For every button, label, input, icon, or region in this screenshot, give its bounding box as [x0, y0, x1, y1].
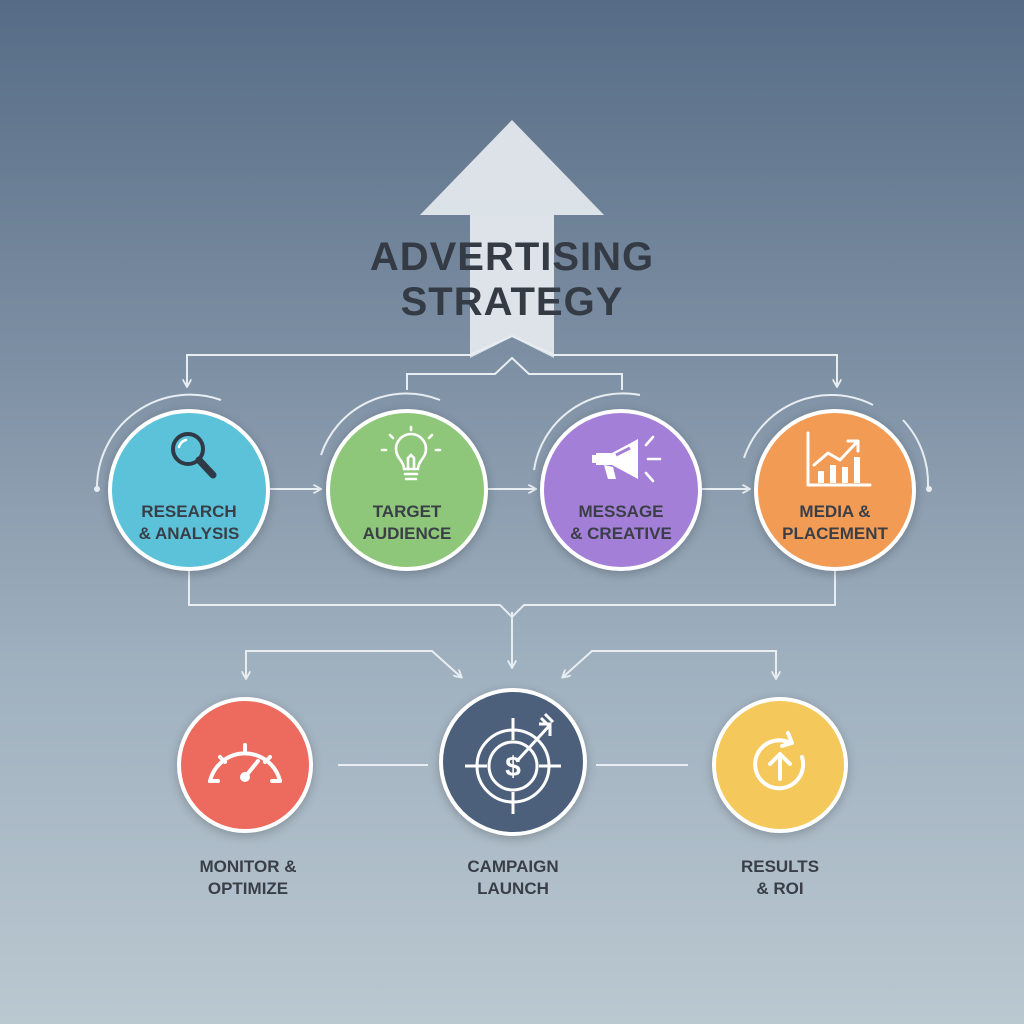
- step-research-label-line2: & ANALYSIS: [138, 524, 240, 543]
- connector-monitor-launch: [246, 650, 461, 677]
- launch-label-line2: LAUNCH: [477, 879, 549, 898]
- megaphone-icon: [592, 435, 662, 483]
- step-media-label-line1: MEDIA &: [799, 502, 871, 521]
- arc-audience: [320, 392, 441, 456]
- title-line2: STRATEGY: [400, 280, 624, 324]
- arc-placement: [743, 394, 874, 459]
- results-label-line1: RESULTS: [740, 857, 820, 876]
- step-campaign-launch[interactable]: $: [439, 688, 587, 836]
- step-results-roi[interactable]: [712, 697, 848, 833]
- connector-top-inner: [406, 356, 623, 390]
- arc-research: [96, 393, 222, 488]
- step-research-label-line1: RESEARCH: [141, 502, 237, 521]
- merge-line: [188, 568, 836, 619]
- step-audience-label-line1: TARGET: [372, 502, 442, 521]
- speedometer-icon: [208, 743, 282, 783]
- step-target-audience[interactable]: TARGET AUDIENCE: [326, 409, 488, 571]
- magnifier-icon: [171, 432, 217, 479]
- step-message-creative[interactable]: MESSAGE & CREATIVE: [540, 409, 702, 571]
- step-monitor-optimize[interactable]: [177, 697, 313, 833]
- arc-placement-right: [902, 419, 930, 488]
- arc-creative: [533, 392, 641, 471]
- step-media-placement[interactable]: MEDIA & PLACEMENT: [754, 409, 916, 571]
- monitor-label-line1: MONITOR &: [199, 857, 297, 876]
- title-line1: ADVERTISING: [369, 235, 655, 279]
- connector-results-launch: [563, 650, 776, 677]
- up-arrow: [420, 120, 604, 358]
- monitor-label-line2: OPTIMIZE: [207, 879, 289, 898]
- results-label-line2: & ROI: [756, 879, 804, 898]
- svg-text:$: $: [505, 751, 521, 782]
- step-research-analysis[interactable]: RESEARCH & ANALYSIS: [108, 409, 270, 571]
- growth-chart-icon: [806, 431, 872, 487]
- dollar-target-icon: $: [465, 712, 561, 814]
- step-audience-label-line2: AUDIENCE: [362, 524, 452, 543]
- refresh-arrow-icon: [753, 731, 806, 791]
- step-message-label-line1: MESSAGE: [578, 502, 664, 521]
- connector-top-outer: [186, 334, 838, 385]
- step-message-label-line2: & CREATIVE: [570, 524, 672, 543]
- lightbulb-icon: [380, 425, 442, 481]
- launch-label-line1: CAMPAIGN: [467, 857, 559, 876]
- step-media-label-line2: PLACEMENT: [782, 524, 888, 543]
